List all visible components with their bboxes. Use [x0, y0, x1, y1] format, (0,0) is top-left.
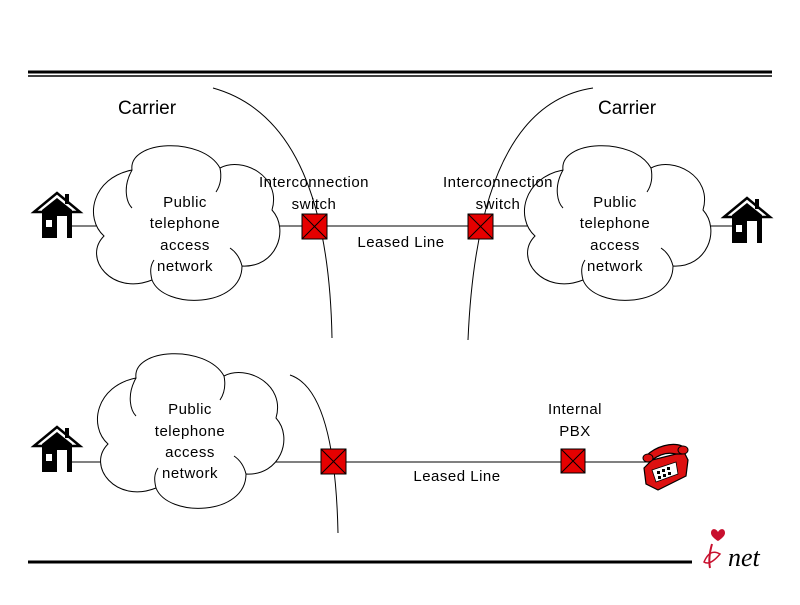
leased-line-top-label: Leased Line — [357, 234, 444, 251]
leased-line-bottom-label: Leased Line — [413, 468, 500, 485]
svg-text:Public: Public — [593, 194, 637, 211]
svg-text:switch: switch — [292, 196, 337, 213]
inet-logo: net — [703, 529, 761, 572]
pbx-label: Internal PBX — [548, 401, 602, 440]
svg-text:network: network — [587, 258, 643, 275]
switch-left-label: Interconnection switch — [259, 174, 369, 213]
svg-text:telephone: telephone — [580, 215, 650, 232]
svg-text:network: network — [162, 465, 218, 482]
svg-text:access: access — [160, 237, 210, 254]
switch-bottom — [320, 448, 347, 475]
cloud-top-left — [92, 145, 281, 301]
house-icon — [30, 425, 84, 472]
top-rule — [28, 70, 772, 77]
svg-text:access: access — [165, 444, 215, 461]
svg-text:Internal: Internal — [548, 401, 602, 418]
switch-left — [301, 213, 328, 240]
cloud-bottom-label: Public telephone access network — [155, 401, 225, 482]
pbx-switch — [560, 448, 586, 474]
carrier-boundary-bottom — [289, 374, 339, 534]
switch-right — [467, 213, 494, 240]
heart-icon — [711, 529, 725, 541]
svg-text:access: access — [590, 237, 640, 254]
carrier-left-label: Carrier — [118, 98, 177, 119]
svg-text:network: network — [157, 258, 213, 275]
svg-text:telephone: telephone — [155, 423, 225, 440]
svg-text:telephone: telephone — [150, 215, 220, 232]
carrier-boundary-top-left — [212, 87, 333, 339]
cloud-top-right — [523, 145, 712, 301]
house-icon — [720, 196, 774, 243]
carrier-right-label: Carrier — [598, 98, 657, 119]
svg-text:PBX: PBX — [559, 423, 591, 440]
cloud-top-left-label: Public telephone access network — [150, 194, 220, 275]
cloud-bottom — [96, 353, 285, 509]
telephone-icon — [642, 443, 689, 491]
svg-text:Interconnection: Interconnection — [259, 174, 369, 191]
house-icon — [30, 191, 84, 238]
svg-text:Public: Public — [168, 401, 212, 418]
svg-text:Interconnection: Interconnection — [443, 174, 553, 191]
svg-text:switch: switch — [476, 196, 521, 213]
cloud-top-right-label: Public telephone access network — [580, 194, 650, 275]
switch-right-label: Interconnection switch — [443, 174, 553, 213]
carrier-boundary-top-right — [467, 87, 594, 341]
svg-text:Public: Public — [163, 194, 207, 211]
svg-text:net: net — [728, 543, 761, 572]
